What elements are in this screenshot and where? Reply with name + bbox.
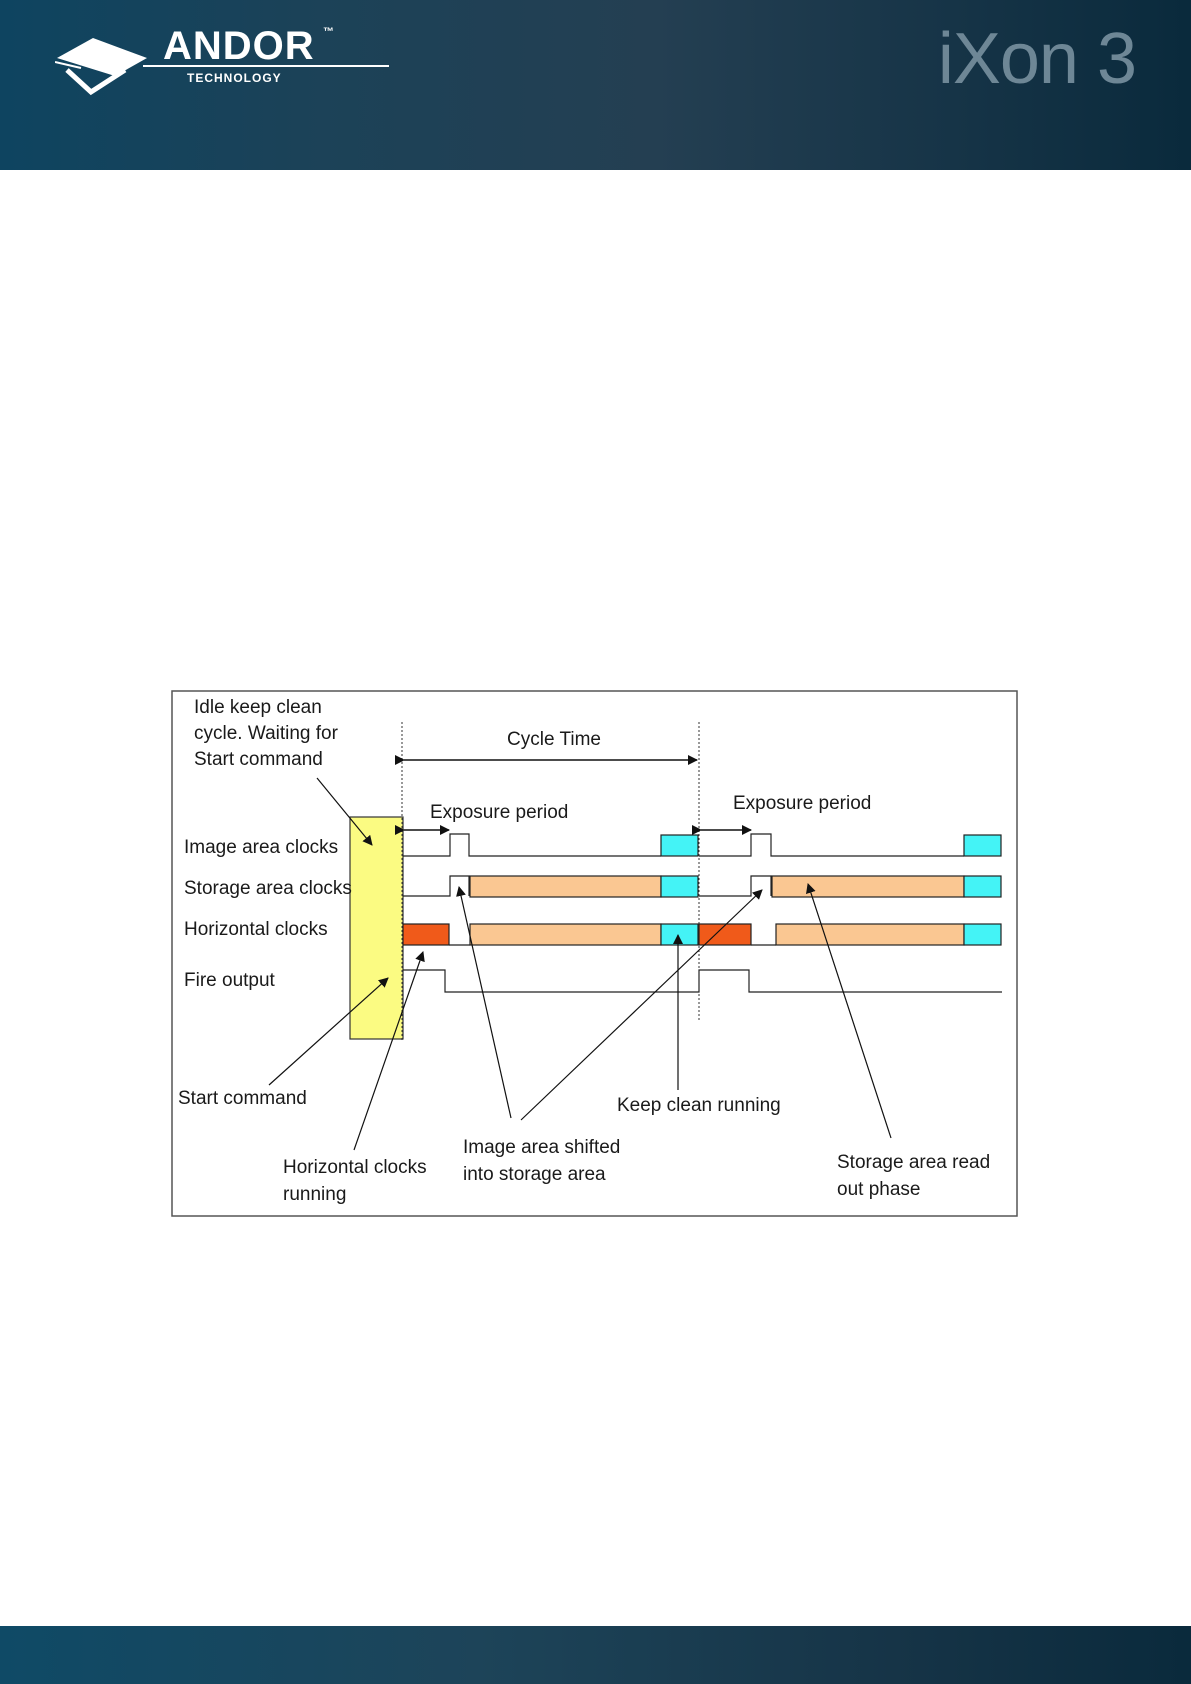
storage-readout-label-line1: Storage area read [837, 1152, 990, 1173]
logo-underline [143, 65, 389, 67]
idle-callout-arrow [316, 777, 373, 846]
storage-keep-clean-block-2 [963, 875, 1002, 898]
image-shift-callout-arrow-2 [520, 889, 763, 1121]
start-callout-arrow [268, 977, 389, 1086]
cycle-time-label: Cycle Time [507, 729, 601, 750]
storage-readout-block-2 [771, 875, 965, 898]
horizontal-readout-block-2 [775, 923, 965, 946]
horizontal-running-block-2 [698, 923, 752, 946]
horizontal-running-block-1 [402, 923, 450, 946]
horizontal-keep-clean-block-2 [963, 923, 1002, 946]
image-shifted-label-line2: into storage area [463, 1164, 606, 1185]
idle-label-line2: cycle. Waiting for [194, 723, 339, 744]
fire-output-signal [403, 969, 1002, 993]
diagram-frame [171, 690, 1018, 1217]
row-label-storage-area: Storage area clocks [184, 878, 352, 899]
image-shift-callout-arrow-1 [456, 886, 512, 1119]
andor-logo: ANDOR ™ TECHNOLOGY [55, 22, 389, 102]
logo-wordmark: ANDOR [163, 24, 315, 68]
image-shifted-label-line1: Image area shifted [463, 1137, 620, 1158]
storage-clocks-signal-1 [403, 875, 470, 897]
exposure-label-2: Exposure period [733, 793, 871, 814]
image-clocks-signal-1 [403, 833, 661, 857]
storage-clocks-signal-2 [699, 875, 772, 897]
row-label-fire-output: Fire output [184, 970, 276, 991]
storage-readout-block-1 [469, 875, 662, 898]
start-command-box [349, 816, 404, 1040]
andor-logo-icon [55, 38, 147, 96]
product-title: iXon 3 [937, 19, 1137, 99]
storage-keep-clean-block-1 [660, 875, 699, 898]
horizontal-keep-clean-block-1 [660, 923, 699, 946]
page-footer [0, 1626, 1191, 1684]
exposure-label-1: Exposure period [430, 802, 568, 823]
image-keep-clean-block-1 [660, 834, 699, 857]
idle-label-line3: Start command [194, 749, 323, 770]
horizontal-running-callout-arrow [353, 951, 425, 1151]
timing-diagram: Idle keep clean cycle. Waiting for Start… [171, 690, 1018, 1217]
image-clocks-signal-2 [699, 833, 964, 857]
idle-label-line1: Idle keep clean [194, 697, 322, 718]
keep-clean-running-label: Keep clean running [617, 1095, 781, 1116]
image-keep-clean-block-2 [963, 834, 1002, 857]
logo-trademark: ™ [323, 26, 334, 38]
logo-subtitle: TECHNOLOGY [187, 71, 282, 85]
row-label-horizontal: Horizontal clocks [184, 919, 328, 940]
start-command-label: Start command [178, 1088, 307, 1109]
horizontal-running-label-line2: running [283, 1184, 346, 1205]
storage-readout-label-line2: out phase [837, 1179, 920, 1200]
readout-callout-arrow [806, 883, 892, 1139]
row-label-image-area: Image area clocks [184, 837, 338, 858]
horizontal-running-label-line1: Horizontal clocks [283, 1157, 427, 1178]
horizontal-readout-block-1 [469, 923, 662, 946]
page-header: ANDOR ™ TECHNOLOGY iXon 3 [0, 0, 1191, 170]
